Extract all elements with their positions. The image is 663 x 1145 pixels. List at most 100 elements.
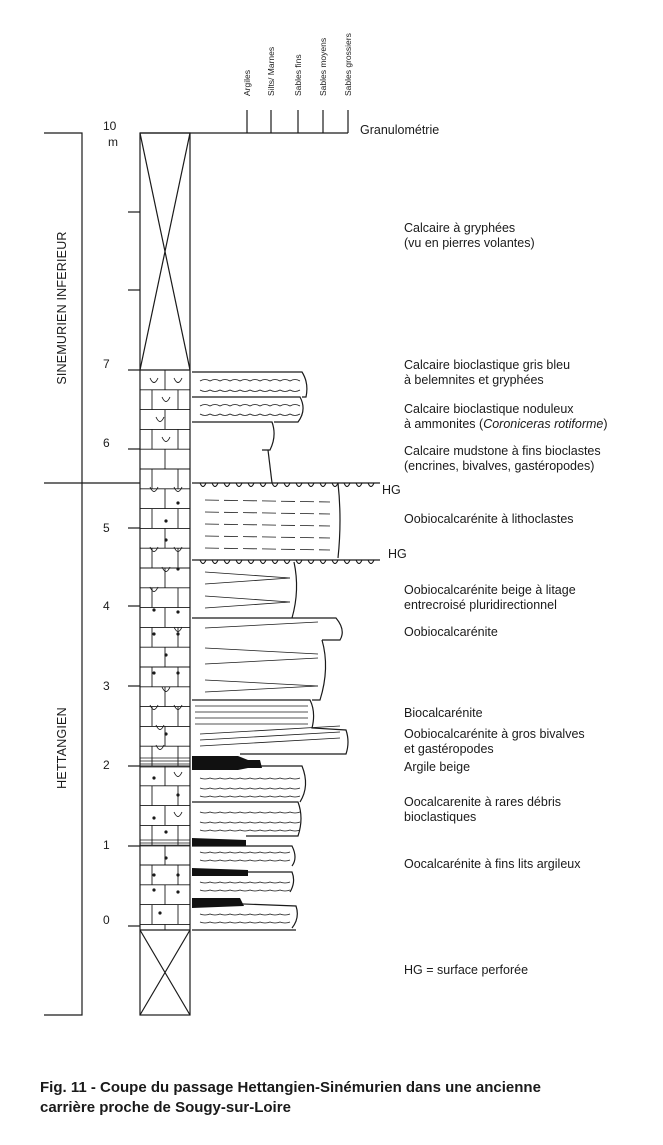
desc-lithoclastes: Oobiocalcarénite à lithoclastes (404, 512, 574, 526)
lithoclast-lamina (204, 547, 331, 551)
hg-perforation (259, 482, 267, 487)
shell-symbol (173, 626, 183, 632)
wavy-lamina (199, 777, 301, 780)
shell-symbol (149, 704, 159, 710)
grain-label-sables-grossiers: Sables grossiers (343, 33, 353, 96)
hg-perforation (235, 559, 243, 564)
depth-unit: m (108, 135, 118, 149)
shell-symbol (149, 546, 159, 552)
ooid-symbol (176, 671, 180, 675)
ooid-symbol (152, 632, 156, 636)
wavy-lamina (199, 787, 301, 790)
desc-mudstone-2: (encrines, bivalves, gastéropodes) (404, 459, 594, 473)
legend-hg: HG = surface perforée (404, 963, 528, 977)
depth-tick-6: 6 (103, 436, 110, 450)
oblique-lamina (199, 737, 341, 747)
shell-symbol (173, 704, 183, 710)
desc-argile-beige: Argile beige (404, 760, 470, 774)
cross-bed-lamina (204, 601, 291, 609)
shell-symbol (173, 811, 183, 817)
oblique-lamina (199, 725, 341, 735)
depth-tick-0: 0 (103, 913, 110, 927)
wavy-lamina (199, 921, 291, 924)
shell-symbol (155, 744, 165, 750)
hg-perforation (223, 559, 231, 564)
wavy-lamina (199, 913, 291, 916)
desc-noduleux-2: à ammonites (Coroniceras rotiforme) (404, 417, 608, 431)
caption-line-1: Fig. 11 - Coupe du passage Hettangien-Si… (40, 1079, 541, 1096)
hg-perforation (271, 482, 279, 487)
hg-perforation (343, 559, 351, 564)
wavy-lamina (199, 859, 291, 862)
hg-perforation (319, 559, 327, 564)
shell-symbol (149, 377, 159, 383)
grain-label-argiles: Argiles (242, 70, 252, 96)
cross-bed-lamina (204, 621, 319, 629)
wavy-lamina (199, 821, 301, 824)
ooid-symbol (176, 890, 180, 894)
depth-tick-labels: 0 1 2 3 4 5 6 7 10 m (103, 119, 118, 927)
cross-bed-lamina (204, 685, 319, 693)
hg-perforation (283, 482, 291, 487)
cross-bed-lamina (204, 571, 291, 579)
hg-perforation (307, 559, 315, 564)
grain-label-silts: Silts/ Marnes (266, 47, 276, 96)
hg-perforation (211, 482, 219, 487)
desc-calcaire-gryphees-2: (vu en pierres volantes) (404, 236, 535, 250)
hg-perforation (331, 559, 339, 564)
stage-label-sinemurien: SINEMURIEN INFERIEUR (55, 231, 69, 384)
cross-bed-lamina (204, 657, 319, 665)
lithoclast-lamina (204, 499, 331, 503)
fossil-ooid-symbols (149, 377, 183, 915)
hg-perforation (199, 559, 207, 564)
hg-perforation (235, 482, 243, 487)
shell-symbol (161, 686, 171, 692)
wavy-lamina (199, 829, 301, 832)
limestone-brick-pattern (140, 370, 190, 931)
ooid-symbol (176, 501, 180, 505)
grain-label-sables-moyens: Sables moyens (318, 38, 328, 96)
nodular-lamina (199, 389, 301, 392)
shell-symbol (173, 486, 183, 492)
ooid-symbol (152, 608, 156, 612)
ooid-symbol (176, 793, 180, 797)
shell-symbol (149, 586, 159, 592)
hardground-perforations (199, 482, 375, 564)
hg-perforation (247, 559, 255, 564)
desc-litage-1: Oobiocalcarénite beige à litage (404, 583, 576, 597)
ooid-symbol (152, 888, 156, 892)
ooid-symbol (176, 632, 180, 636)
hg-perforation (343, 482, 351, 487)
ooid-symbol (152, 816, 156, 820)
depth-axis (128, 211, 140, 927)
ooid-symbol (176, 610, 180, 614)
hg-perforation (223, 482, 231, 487)
shell-symbol (155, 416, 165, 422)
ooid-symbol (152, 776, 156, 780)
grain-size-scale (140, 110, 349, 134)
wavy-lamina (199, 881, 291, 884)
stage-brackets (44, 132, 140, 1016)
hg-perforation (307, 482, 315, 487)
oblique-lamina (199, 731, 341, 741)
shell-symbol (173, 771, 183, 777)
depth-tick-7: 7 (103, 357, 110, 371)
stage-label-hettangien: HETTANGIEN (55, 707, 69, 789)
lithoclast-lamina (204, 535, 331, 539)
shell-symbol (149, 486, 159, 492)
ooid-symbol (164, 830, 168, 834)
depth-tick-2: 2 (103, 758, 110, 772)
ooid-symbol (176, 873, 180, 877)
lithoclast-lamina (204, 523, 331, 527)
clay-laminae-column (140, 757, 190, 847)
shell-symbol (161, 436, 171, 442)
wavy-lamina (199, 851, 291, 854)
desc-rares-debris-1: Oocalcarenite à rares débris (404, 795, 561, 809)
desc-calcaire-gryphees-1: Calcaire à gryphées (404, 221, 515, 235)
desc-noduleux-1: Calcaire bioclastique noduleux (404, 402, 574, 416)
depth-tick-1: 1 (103, 838, 110, 852)
hg-perforation (355, 482, 363, 487)
ooid-symbol (164, 732, 168, 736)
weathering-profile (191, 371, 380, 931)
